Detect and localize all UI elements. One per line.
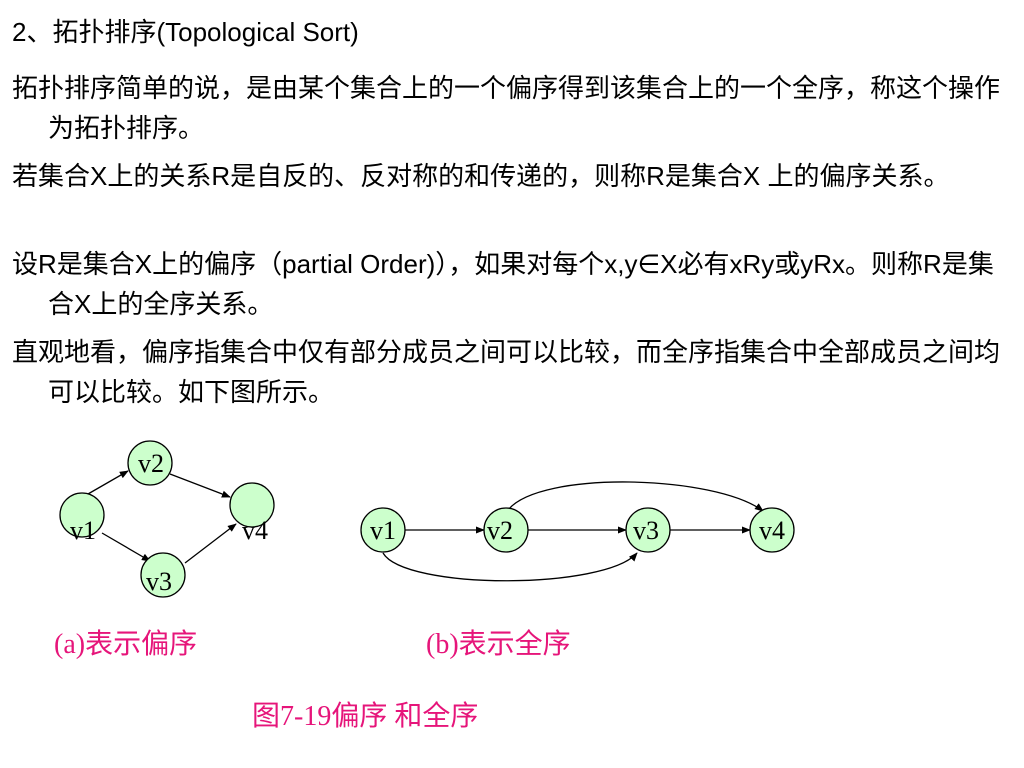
edge-a-v2-v4 <box>169 473 231 498</box>
section-number: 2 <box>12 17 27 47</box>
edge-b-v1-v3 <box>382 552 638 582</box>
paragraph-intuition: 直观地看，偏序指集合中仅有部分成员之间可以比较，而全序指集合中全部成员之间均可以… <box>12 337 1001 407</box>
paragraph-total-order: 设R是集合X上的偏序（partial Order)），如果对每个x,y∈X必有x… <box>12 249 994 319</box>
label-b-v3: v3 <box>633 516 659 545</box>
edge-b-v2-v4 <box>507 481 764 512</box>
label-b-v1: v1 <box>370 516 396 545</box>
label-a-v1: v1 <box>70 516 96 545</box>
label-b-v4: v4 <box>759 516 785 545</box>
edge-a-v1-v2 <box>87 470 129 495</box>
section-heading: 2、拓扑排序(Topological Sort) <box>12 12 359 52</box>
edge-a-v3-v4 <box>184 523 237 564</box>
node-b-v2 <box>483 507 529 553</box>
label-a-v2: v2 <box>138 449 164 478</box>
edge-a-v1-v3 <box>101 532 151 562</box>
label-a-v3: v3 <box>146 567 172 596</box>
caption-partial-order: (a)表示偏序 <box>54 629 198 660</box>
node-a-v2 <box>127 440 173 486</box>
paragraph-definition: 拓扑排序简单的说，是由某个集合上的一个偏序得到该集合上的一个全序，称这个操作为拓… <box>12 73 1001 143</box>
node-a-v3 <box>140 552 186 598</box>
node-a-v4 <box>229 482 275 528</box>
node-b-v4 <box>749 507 795 553</box>
total-order-diagram: v1 v2 v3 v4 <box>360 481 795 582</box>
partial-order-diagram: v2 v1 v4 v3 <box>59 440 275 598</box>
paragraph-partial-order: 若集合X上的关系R是自反的、反对称的和传递的，则称R是集合X 上的偏序关系。 <box>12 161 950 191</box>
node-a-v1 <box>59 492 105 538</box>
label-b-v2: v2 <box>487 516 513 545</box>
node-b-v3 <box>625 507 671 553</box>
caption-total-order: (b)表示全序 <box>426 629 571 660</box>
node-b-v1 <box>360 507 406 553</box>
section-title: 、拓扑排序(Topological Sort) <box>26 17 359 47</box>
label-a-v4: v4 <box>242 516 268 545</box>
figure-caption: 图7-19偏序 和全序 <box>252 701 479 732</box>
